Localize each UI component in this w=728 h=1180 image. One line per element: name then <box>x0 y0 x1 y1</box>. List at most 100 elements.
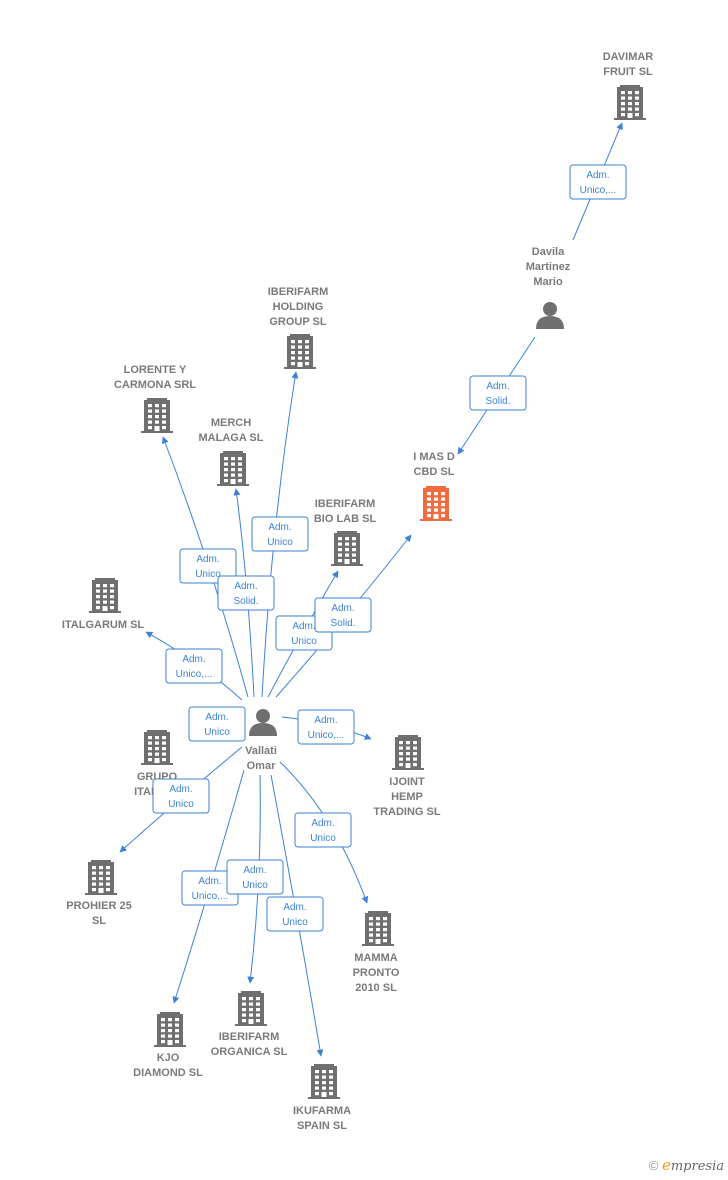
copyright-icon: © <box>648 1158 659 1173</box>
relation-label-davimar[interactable]: Adm.Unico,... <box>569 164 627 200</box>
building-icon[interactable] <box>308 1064 340 1099</box>
relation-box[interactable] <box>188 706 246 742</box>
relation-box[interactable] <box>314 597 372 633</box>
node-label: IBERIFARM <box>219 1031 280 1043</box>
node-label: ITALGARUM SL <box>62 619 145 631</box>
relation-text: Adm. <box>311 818 334 829</box>
node-label: MERCH <box>211 417 251 429</box>
person-icon[interactable] <box>249 709 277 736</box>
relation-text: Solid. <box>233 596 258 607</box>
relation-text: Unico,... <box>308 730 345 741</box>
node-label: SL <box>92 915 106 927</box>
relation-text: Adm. <box>182 654 205 665</box>
node-iberifarm_holding[interactable]: IBERIFARM HOLDING GROUP SL <box>268 286 329 369</box>
relation-text: Adm. <box>169 784 192 795</box>
building-icon[interactable] <box>154 1012 186 1047</box>
relation-box[interactable] <box>251 516 309 552</box>
relation-label-imasd[interactable]: Adm. Solid. <box>314 597 372 633</box>
relation-text: Unico <box>242 880 268 891</box>
building-icon[interactable] <box>235 991 267 1026</box>
node-label: GROUP SL <box>269 316 327 328</box>
relation-box[interactable] <box>217 575 275 611</box>
building-icon[interactable] <box>331 531 363 566</box>
relation-label-kjo[interactable]: Adm. Unico,... <box>181 870 239 906</box>
building-icon[interactable] <box>217 451 249 486</box>
node-label: LORENTE Y <box>124 364 187 376</box>
building-icon[interactable] <box>85 860 117 895</box>
relation-label-imasd[interactable]: Adm.Solid. <box>469 375 527 411</box>
node-label: TRADING SL <box>373 806 441 818</box>
relation-label-lorente[interactable]: Adm.Unico <box>179 548 237 584</box>
relation-label-iberifarm_organica[interactable]: Adm. Unico <box>226 859 284 895</box>
relation-label-grupo[interactable]: Adm.Unico <box>188 706 246 742</box>
building-icon[interactable] <box>284 334 316 369</box>
relation-box[interactable] <box>569 164 627 200</box>
relation-box[interactable] <box>179 548 237 584</box>
node-label: PRONTO <box>353 967 400 979</box>
relation-text: Adm. <box>283 902 306 913</box>
node-label: CBD SL <box>414 466 455 478</box>
relation-box[interactable] <box>226 859 284 895</box>
node-label: HOLDING <box>273 301 324 313</box>
relation-box[interactable] <box>152 778 210 814</box>
building-icon[interactable] <box>141 398 173 433</box>
node-label: Davila <box>532 246 565 258</box>
relation-label-prohier[interactable]: Adm. Unico <box>152 778 210 814</box>
relation-text: Adm. <box>234 581 257 592</box>
relation-label-ijoint[interactable]: Adm.Unico,... <box>297 709 355 745</box>
relation-text: Solid. <box>330 618 355 629</box>
relation-label-merch[interactable]: Adm. Solid. <box>217 575 275 611</box>
node-label: IKUFARMA <box>293 1105 351 1117</box>
relation-box[interactable] <box>266 896 324 932</box>
brand-footer: © empresia <box>649 1156 724 1174</box>
node-label: HEMP <box>391 791 423 803</box>
brand-name: mpresia <box>670 1159 724 1174</box>
building-icon[interactable] <box>392 735 424 770</box>
node-label: Vallati <box>245 745 277 757</box>
relation-text: Adm. <box>198 876 221 887</box>
relation-text: Unico <box>282 917 308 928</box>
node-ijoint[interactable]: IJOINT HEMP TRADING SL <box>373 735 441 818</box>
relation-label-iberifarm_holding[interactable]: Adm.Unico <box>251 516 309 552</box>
node-davimar[interactable]: DAVIMAR FRUIT SL <box>603 51 654 120</box>
relation-text: Adm. <box>331 603 354 614</box>
person-icon[interactable] <box>536 302 564 329</box>
relation-box[interactable] <box>165 648 223 684</box>
relation-box[interactable] <box>294 812 352 848</box>
relation-text: Unico,... <box>192 891 229 902</box>
relation-label-ikufarma[interactable]: Adm. Unico <box>266 896 324 932</box>
building-icon[interactable] <box>89 578 121 613</box>
node-label: 2010 SL <box>355 982 397 994</box>
node-label: DAVIMAR <box>603 51 654 63</box>
node-imasd[interactable]: I MAS D CBD SL <box>413 451 455 521</box>
building-icon[interactable] <box>614 85 646 120</box>
node-label: I MAS D <box>413 451 455 463</box>
node-label: IBERIFARM <box>268 286 329 298</box>
building-icon[interactable] <box>362 911 394 946</box>
node-label: IJOINT <box>389 776 425 788</box>
relation-text: Adm. <box>243 865 266 876</box>
relation-box[interactable] <box>469 375 527 411</box>
relation-label-mamma[interactable]: Adm.Unico <box>294 812 352 848</box>
node-label: PROHIER 25 <box>66 900 131 912</box>
node-prohier[interactable]: PROHIER 25 SL <box>66 860 132 927</box>
node-italgarum[interactable]: ITALGARUM SL <box>62 578 145 631</box>
node-label: FRUIT SL <box>603 66 653 78</box>
relation-text: Unico <box>168 799 194 810</box>
node-label: Martinez <box>526 261 571 273</box>
node-label: IBERIFARM <box>315 498 376 510</box>
relation-box[interactable] <box>297 709 355 745</box>
relation-text: Unico <box>204 727 230 738</box>
building-icon[interactable] <box>420 486 452 521</box>
relation-label-italgarum[interactable]: Adm.Unico,... <box>165 648 223 684</box>
building-icon[interactable] <box>141 730 173 765</box>
